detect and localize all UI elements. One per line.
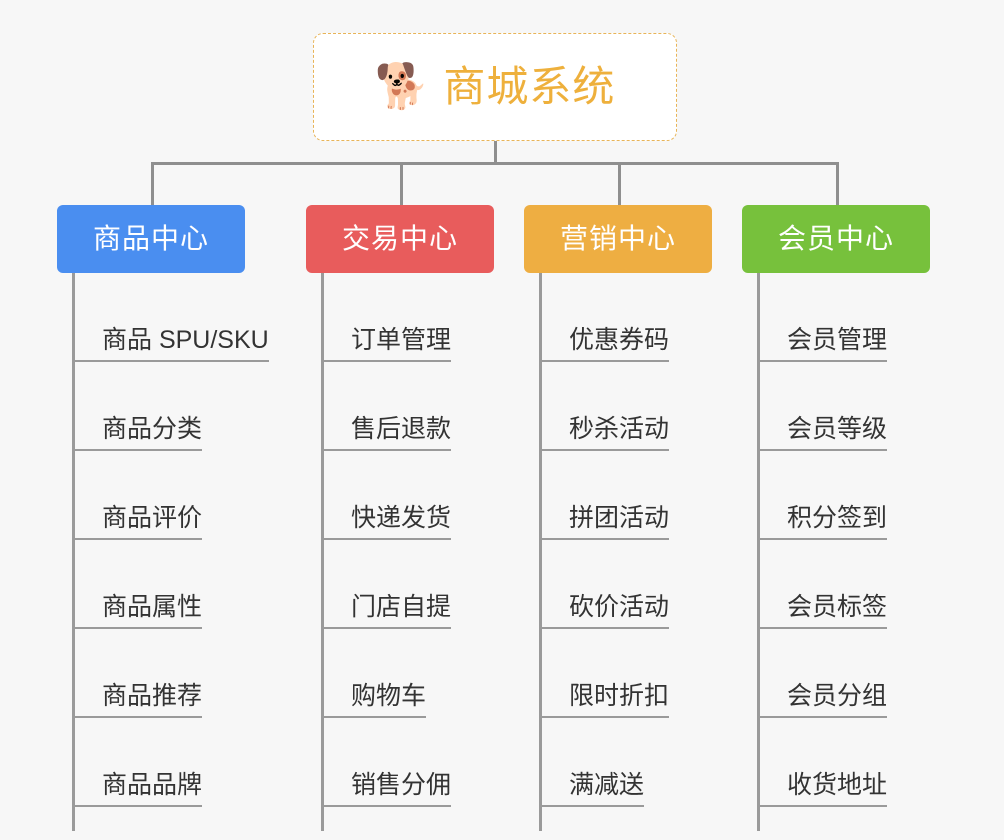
leaf-item[interactable]: 商品 SPU/SKU bbox=[72, 273, 269, 362]
leaf-item[interactable]: 砍价活动 bbox=[539, 540, 670, 629]
leaf-item[interactable]: 满减送 bbox=[539, 718, 645, 807]
leaf-item-label: 商品品牌 bbox=[102, 770, 203, 799]
leaf-item-label: 商品 SPU/SKU bbox=[102, 325, 269, 354]
connector-drop-1 bbox=[151, 163, 154, 207]
leaf-item-label: 快递发货 bbox=[351, 503, 452, 532]
leaf-item[interactable]: 门店自提 bbox=[321, 540, 452, 629]
leaf-item[interactable]: 商品评价 bbox=[72, 451, 203, 540]
category-label: 会员中心 bbox=[777, 223, 894, 254]
leaf-item-label: 门店自提 bbox=[351, 592, 452, 621]
leaf-spine bbox=[539, 273, 542, 831]
leaf-item[interactable]: 限时折扣 bbox=[539, 629, 670, 718]
leaf-item-label: 购物车 bbox=[351, 681, 427, 710]
leaf-item-label: 收货地址 bbox=[787, 770, 888, 799]
leaf-item-label: 优惠券码 bbox=[569, 325, 670, 354]
dog-face-icon: 🐕 bbox=[374, 62, 430, 111]
root-node-shop-system[interactable]: 🐕 商城系统 bbox=[313, 33, 677, 141]
leaf-spine bbox=[72, 273, 75, 831]
leaf-item[interactable]: 积分签到 bbox=[757, 451, 888, 540]
leaf-item[interactable]: 商品品牌 bbox=[72, 718, 203, 807]
connector-drop-4 bbox=[836, 163, 839, 207]
connector-horizontal-bus bbox=[151, 162, 839, 165]
category-node-1[interactable]: 交易中心 bbox=[306, 205, 494, 273]
leaf-item[interactable]: 会员分组 bbox=[757, 629, 888, 718]
connector-drop-3 bbox=[618, 163, 621, 207]
leaf-item[interactable]: 售后退款 bbox=[321, 362, 452, 451]
leaf-spine bbox=[321, 273, 324, 831]
leaf-item[interactable]: 商品属性 bbox=[72, 540, 203, 629]
leaf-item-label: 商品属性 bbox=[102, 592, 203, 621]
connector-root-stem bbox=[494, 141, 497, 164]
leaf-item[interactable]: 会员管理 bbox=[757, 273, 888, 362]
leaf-spine bbox=[757, 273, 760, 831]
leaf-item-label: 订单管理 bbox=[351, 325, 452, 354]
leaf-item[interactable]: 拼团活动 bbox=[539, 451, 670, 540]
leaf-item-label: 会员管理 bbox=[787, 325, 888, 354]
leaf-item[interactable]: 快递发货 bbox=[321, 451, 452, 540]
category-label: 交易中心 bbox=[341, 223, 458, 254]
category-node-3[interactable]: 会员中心 bbox=[742, 205, 930, 273]
leaf-item[interactable]: 订单管理 bbox=[321, 273, 452, 362]
leaf-item-label: 销售分佣 bbox=[351, 770, 452, 799]
leaf-item-label: 满减送 bbox=[569, 770, 645, 799]
leaf-item[interactable]: 会员标签 bbox=[757, 540, 888, 629]
leaf-item[interactable]: 秒杀活动 bbox=[539, 362, 670, 451]
leaf-item[interactable]: 销售分佣 bbox=[321, 718, 452, 807]
leaf-item-label: 会员等级 bbox=[787, 414, 888, 443]
leaf-item-label: 商品推荐 bbox=[102, 681, 203, 710]
leaf-item[interactable]: 收货地址 bbox=[757, 718, 888, 807]
connector-drop-2 bbox=[400, 163, 403, 207]
leaf-item[interactable]: 购物车 bbox=[321, 629, 427, 718]
leaf-item[interactable]: 商品分类 bbox=[72, 362, 203, 451]
leaf-item[interactable]: 会员等级 bbox=[757, 362, 888, 451]
category-label: 商品中心 bbox=[92, 223, 209, 254]
category-node-2[interactable]: 营销中心 bbox=[524, 205, 712, 273]
leaf-item-label: 限时折扣 bbox=[569, 681, 670, 710]
leaf-item-label: 秒杀活动 bbox=[569, 414, 670, 443]
leaf-item-label: 拼团活动 bbox=[569, 503, 670, 532]
leaf-item-label: 会员分组 bbox=[787, 681, 888, 710]
leaf-item-label: 砍价活动 bbox=[569, 592, 670, 621]
leaf-item-label: 积分签到 bbox=[787, 503, 888, 532]
category-label: 营销中心 bbox=[559, 223, 676, 254]
leaf-item-label: 会员标签 bbox=[787, 592, 888, 621]
category-node-0[interactable]: 商品中心 bbox=[57, 205, 245, 273]
leaf-item[interactable]: 商品推荐 bbox=[72, 629, 203, 718]
leaf-item-label: 商品评价 bbox=[102, 503, 203, 532]
leaf-item-label: 售后退款 bbox=[351, 414, 452, 443]
leaf-item[interactable]: 优惠券码 bbox=[539, 273, 670, 362]
leaf-item-label: 商品分类 bbox=[102, 414, 203, 443]
root-node-title: 商城系统 bbox=[443, 63, 616, 110]
